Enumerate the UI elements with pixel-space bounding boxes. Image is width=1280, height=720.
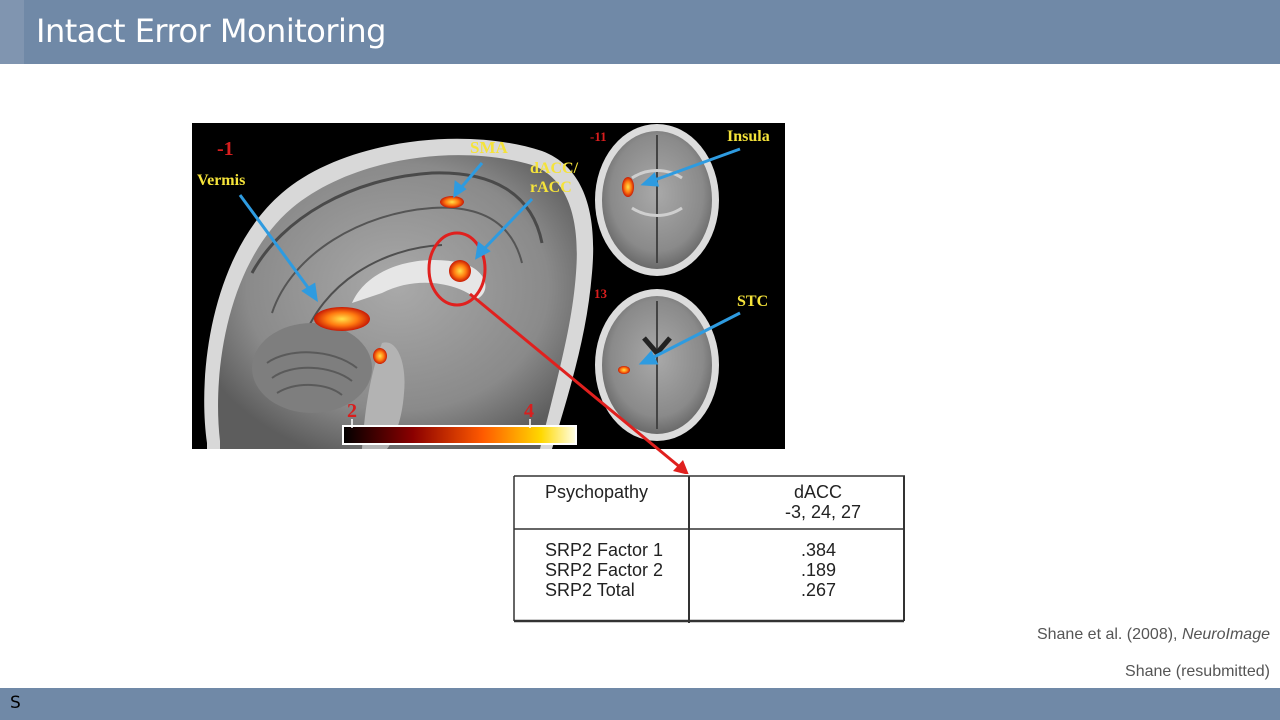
page-title: Intact Error Monitoring <box>36 12 386 50</box>
label-vermis: Vermis <box>197 172 245 189</box>
colorbar-max-label: 4 <box>524 400 534 422</box>
table-row-label: SRP2 Total <box>545 580 635 600</box>
table-row-value: .267 <box>801 580 836 600</box>
label-dacc-line1: dACC/ <box>530 160 579 177</box>
table-row-label: SRP2 Factor 1 <box>545 540 663 560</box>
citation-primary: Shane et al. (2008), NeuroImage <box>1037 626 1270 644</box>
label-dacc-line2: rACC <box>530 179 572 196</box>
dacc-highlight-circle <box>427 231 487 307</box>
axial-bottom-slice-number: 13 <box>594 286 608 301</box>
footer-bar <box>0 688 1280 720</box>
axial-top-slice-number: -11 <box>590 129 607 144</box>
label-sma: SMA <box>470 138 509 157</box>
title-bar-accent <box>0 0 24 64</box>
citation-journal: NeuroImage <box>1181 626 1270 643</box>
sagittal-slice-number: -1 <box>217 138 234 160</box>
axial-slice-top <box>595 124 719 276</box>
activation-vermis <box>314 307 370 331</box>
table-header-dacc: dACC <box>794 482 842 502</box>
activation-brainstem <box>373 348 387 364</box>
activation-stc <box>618 366 630 374</box>
colorbar-min-label: 2 <box>347 400 357 422</box>
axial-slice-bottom <box>595 289 719 441</box>
label-stc: STC <box>737 293 768 310</box>
title-bar <box>0 0 1280 64</box>
correlation-table: Psychopathy dACC -3, 24, 27 SRP2 Factor … <box>513 474 906 623</box>
citation-authors: Shane et al. (2008), <box>1036 626 1178 643</box>
activation-sma <box>440 196 464 208</box>
table-header-psychopathy: Psychopathy <box>545 482 648 502</box>
activation-insula <box>622 177 634 197</box>
blue-arrows-sagittal <box>238 162 534 303</box>
table-row-value: .384 <box>801 540 836 560</box>
brain-fmri-figure: -1 Vermis SMA dACC/ rACC -11 Insula 13 S… <box>192 123 785 449</box>
slide-marker: S <box>10 693 21 713</box>
table-row-label: SRP2 Factor 2 <box>545 560 663 580</box>
table-row-value: .189 <box>801 560 836 580</box>
label-insula: Insula <box>727 128 770 145</box>
activation-dacc <box>449 260 471 282</box>
table-header-coordinates: -3, 24, 27 <box>785 502 861 522</box>
citation-secondary: Shane (resubmitted) <box>1125 663 1270 680</box>
